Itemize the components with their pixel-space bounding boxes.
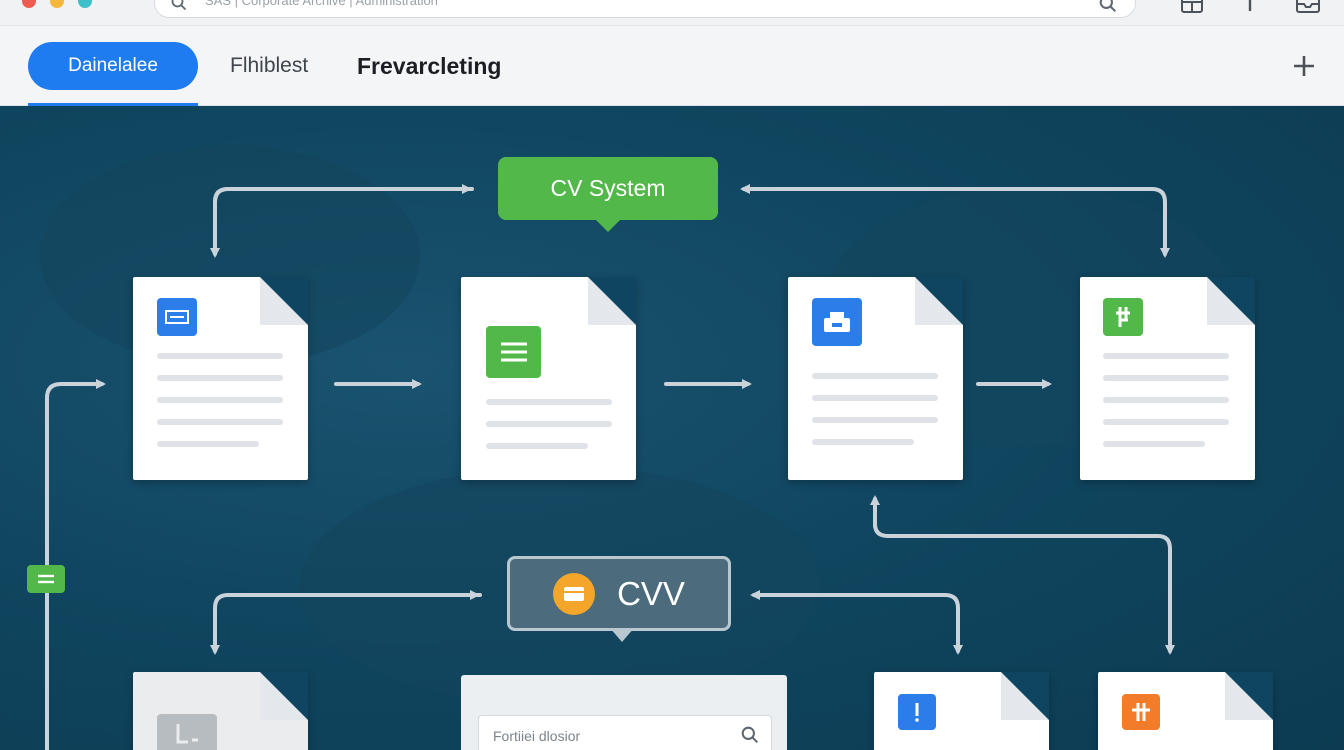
tab-flhiblest[interactable]: Flhiblest [230, 54, 309, 77]
window-controls [22, 0, 92, 8]
cv-system-callout[interactable]: CV System [498, 157, 718, 232]
document-card[interactable] [133, 277, 308, 480]
page-fold [1001, 672, 1049, 720]
grid-icon[interactable] [1180, 0, 1204, 14]
active-tab-indicator [28, 103, 198, 106]
list-icon [486, 326, 541, 378]
browser-toolbar: SAS | Corporate Archive | Administration [0, 0, 1344, 26]
search-input[interactable]: Fortiiei dlosior [478, 715, 772, 750]
l-icon [157, 714, 217, 750]
tab-bar: Dainelalee Flhiblest Frevarcleting [0, 26, 1344, 106]
document-card[interactable] [1080, 277, 1255, 480]
p-icon [1103, 298, 1143, 336]
toolbar-icons [1180, 0, 1320, 14]
page-fold [588, 277, 636, 325]
add-tab-button[interactable] [1290, 52, 1318, 80]
list-icon[interactable] [27, 565, 65, 593]
card-icon [553, 572, 596, 615]
inbox-icon[interactable] [1296, 0, 1320, 14]
page-fold [260, 277, 308, 325]
printer-icon [812, 298, 862, 346]
page-fold [260, 672, 308, 720]
cv-system-label: CV System [550, 175, 666, 201]
minimize-window-button[interactable] [50, 0, 64, 8]
close-window-button[interactable] [22, 0, 36, 8]
workflow-diagram: CV System [0, 106, 1344, 750]
window-icon [157, 298, 197, 336]
address-text: SAS | Corporate Archive | Administration [205, 0, 438, 8]
address-bar[interactable]: SAS | Corporate Archive | Administration [154, 0, 1136, 18]
search-icon [171, 0, 187, 16]
cvv-label: CVV [617, 574, 685, 612]
plus-icon [1294, 56, 1314, 76]
tab-frevarcleting[interactable]: Frevarcleting [357, 53, 502, 79]
page-fold [1207, 277, 1255, 325]
tab-dainelalee[interactable]: Dainelalee [28, 42, 198, 90]
search-placeholder: Fortiiei dlosior [493, 728, 581, 744]
alert-icon [898, 694, 936, 730]
page-fold [915, 277, 963, 325]
search-icon[interactable] [741, 726, 759, 749]
cvv-callout[interactable]: CVV [507, 556, 731, 642]
pin-icon[interactable] [1238, 0, 1262, 14]
page-fold [1225, 672, 1273, 720]
document-card[interactable] [133, 672, 308, 750]
hash-icon [1122, 694, 1160, 730]
document-card[interactable] [874, 672, 1049, 750]
search-icon[interactable] [1099, 0, 1117, 18]
search-panel: Fortiiei dlosior [461, 675, 787, 750]
document-card[interactable] [788, 277, 963, 480]
document-card[interactable] [1098, 672, 1273, 750]
connector-arrows [45, 184, 1175, 750]
document-card[interactable] [461, 277, 636, 480]
maximize-window-button[interactable] [78, 0, 92, 8]
